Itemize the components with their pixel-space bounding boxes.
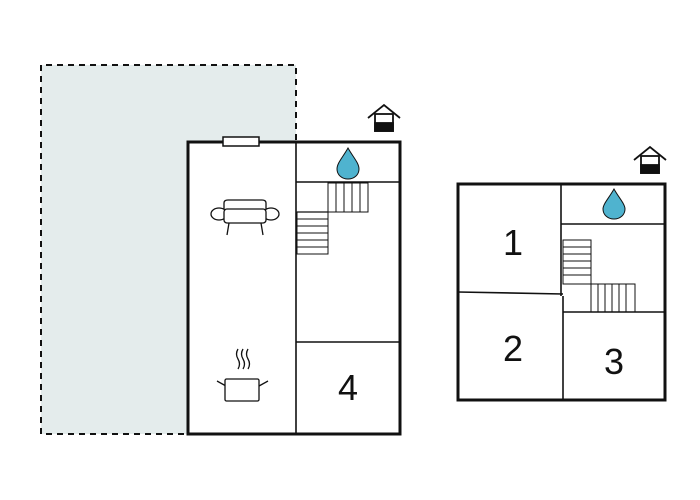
staircase-icon [296, 182, 369, 255]
room-3-label: 3 [604, 341, 624, 382]
house-marker-icon [633, 145, 667, 174]
upper-floor: 1 2 3 [456, 182, 667, 402]
upper-floor-horizontal-wall-left [457, 291, 564, 295]
room-1-label: 1 [503, 222, 523, 263]
staircase-icon [562, 239, 636, 313]
ground-floor: 4 [186, 136, 402, 436]
window-icon [222, 136, 260, 147]
water-drop-icon [602, 187, 626, 220]
house-marker-icon [367, 103, 401, 132]
ground-floor-outer-wall [186, 140, 402, 436]
sofa-icon [210, 199, 280, 236]
room-4-label: 4 [338, 367, 358, 408]
pot-icon [216, 348, 269, 402]
water-drop-icon [336, 146, 360, 180]
room-2-label: 2 [503, 328, 523, 369]
